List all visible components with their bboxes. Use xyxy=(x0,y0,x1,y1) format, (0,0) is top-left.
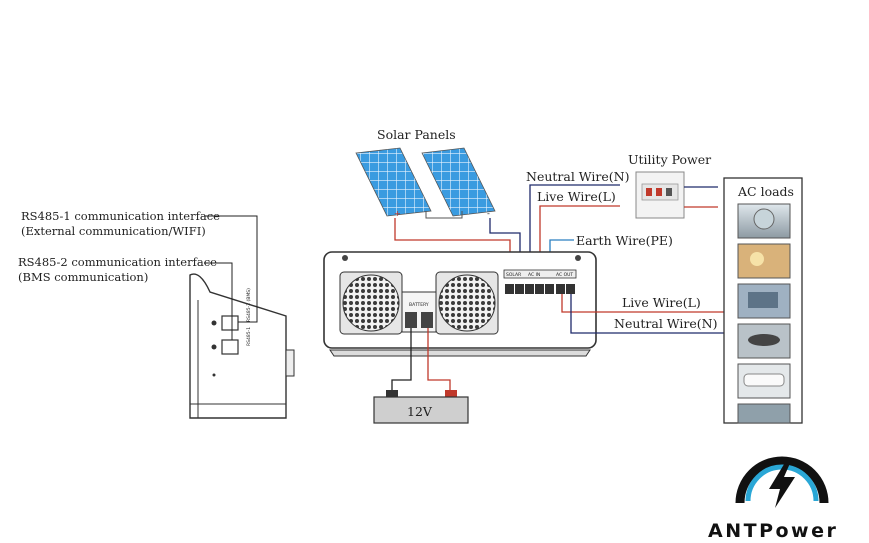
battery-voltage-label: 12V xyxy=(407,404,433,419)
utility-power-box xyxy=(635,171,685,219)
logo-inner-ring xyxy=(745,464,819,502)
utility-power-label: Utility Power xyxy=(628,152,711,167)
solar-panels-label: Solar Panels xyxy=(377,127,456,142)
port-ac-in-label: AC IN xyxy=(528,272,540,278)
fan-left xyxy=(339,271,403,335)
rs485-2-label: RS485-2 communication interface xyxy=(18,255,217,269)
solar-panel-right xyxy=(421,147,496,217)
logo-outer-ring xyxy=(735,456,829,504)
port-rs485-1-label: RS485-1 xyxy=(246,327,252,346)
ac-out-live-wire xyxy=(561,294,724,313)
battery-negative-wire xyxy=(391,328,412,392)
lightning-bolt-icon xyxy=(769,461,795,508)
ac-out-neutral-wire xyxy=(570,294,724,334)
load-lamp-icon xyxy=(737,243,791,279)
neutral-wire-top-label: Neutral Wire(N) xyxy=(526,169,630,184)
port-rs485-2-label: RS485-2 (BMS) xyxy=(246,288,252,322)
fan-right xyxy=(435,271,499,335)
battery: 12V xyxy=(373,390,469,424)
inverter-unit: BATTERY SOLAR AC IN AC OUT xyxy=(323,251,597,357)
rs485-1-leader xyxy=(204,215,258,323)
earth-wire-label: Earth Wire(PE) xyxy=(576,233,673,248)
rs485-2-leader xyxy=(204,262,233,340)
terminal-block: SOLAR AC IN AC OUT xyxy=(503,269,577,294)
rs485-2-port xyxy=(221,339,239,355)
antpower-logo: ANTPower xyxy=(708,456,838,542)
panel-plus-mark: + xyxy=(394,209,401,218)
battery-positive-wire xyxy=(427,328,451,392)
live-wire-out-label: Live Wire(L) xyxy=(622,295,701,310)
inverter-side-view: RS485-1 RS485-2 (BMS) xyxy=(189,273,295,419)
solar-panel-left xyxy=(355,147,432,217)
rs485-1-label: RS485-1 communication interface xyxy=(21,209,220,223)
neutral-wire-out-label: Neutral Wire(N) xyxy=(614,316,718,331)
ac-loads-label: AC loads xyxy=(737,184,794,199)
port-solar-label: SOLAR xyxy=(506,272,521,278)
ac-loads-panel: AC loads xyxy=(723,177,803,424)
rs485-2-sublabel: (BMS communication) xyxy=(18,270,148,284)
live-wire-top-label: Live Wire(L) xyxy=(537,189,616,204)
battery-port-label: BATTERY xyxy=(409,302,429,308)
rs485-1-port xyxy=(221,315,239,331)
rs485-1-sublabel: (External communication/WIFI) xyxy=(21,224,206,238)
load-fridge-icon xyxy=(737,403,791,424)
brand-name: ANTPower xyxy=(708,520,838,542)
panel-minus-mark: - xyxy=(487,209,490,218)
port-ac-out-label: AC OUT xyxy=(556,272,573,278)
battery-port: BATTERY xyxy=(401,291,437,333)
